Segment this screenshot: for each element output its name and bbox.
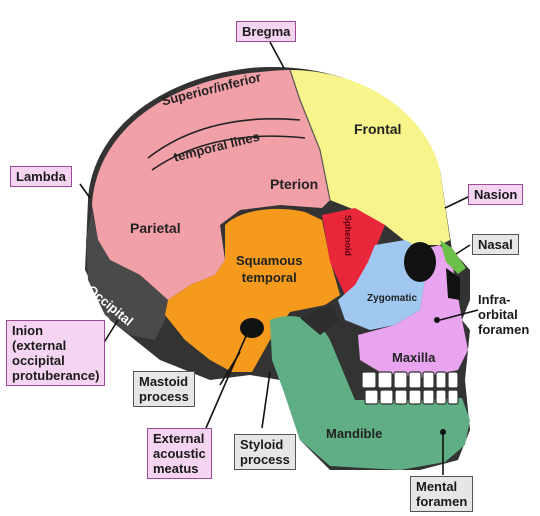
bregma-leader: [270, 42, 284, 68]
infraorbital-foramen-dot: [434, 317, 440, 323]
region-maxilla: Maxilla: [392, 350, 435, 365]
nasal-leader: [456, 245, 470, 254]
region-mandible: Mandible: [326, 426, 382, 441]
tooth: [378, 372, 392, 388]
label-bregma: Bregma: [236, 21, 296, 42]
nasion-leader: [445, 196, 470, 208]
tooth: [423, 372, 434, 388]
tooth: [448, 390, 458, 404]
tooth: [380, 390, 393, 404]
region-parietal: Parietal: [130, 220, 181, 236]
ear-canal: [240, 318, 264, 338]
lambda-leader: [80, 184, 90, 198]
label-mastoid-process: Mastoid process: [133, 371, 195, 407]
label-nasal: Nasal: [472, 234, 519, 255]
region-frontal: Frontal: [354, 121, 401, 137]
label-mental-foramen: Mental foramen: [410, 476, 473, 512]
tooth: [423, 390, 434, 404]
tooth: [409, 372, 421, 388]
tooth: [448, 372, 458, 388]
tooth: [436, 390, 446, 404]
tooth: [409, 390, 421, 404]
tooth: [436, 372, 446, 388]
region-sphenoid: Sphenoid: [343, 215, 353, 256]
region-squamous-temporal: Squamous temporal: [236, 252, 302, 286]
tooth: [362, 372, 376, 388]
label-infra-orbital-foramen: Infra- orbital foramen: [478, 292, 529, 337]
orbit: [404, 242, 436, 282]
label-nasion: Nasion: [468, 184, 523, 205]
tooth: [394, 372, 407, 388]
region-zygomatic: Zygomatic: [367, 293, 417, 304]
label-styloid-process: Styloid process: [234, 434, 296, 470]
styloid-leader: [262, 372, 270, 428]
label-inion: Inion (external occipital protuberance): [6, 320, 105, 386]
tooth: [395, 390, 407, 404]
tooth: [365, 390, 378, 404]
label-external-acoustic-meatus: External acoustic meatus: [147, 428, 212, 479]
label-lambda: Lambda: [10, 166, 72, 187]
region-pterion: Pterion: [270, 176, 318, 192]
